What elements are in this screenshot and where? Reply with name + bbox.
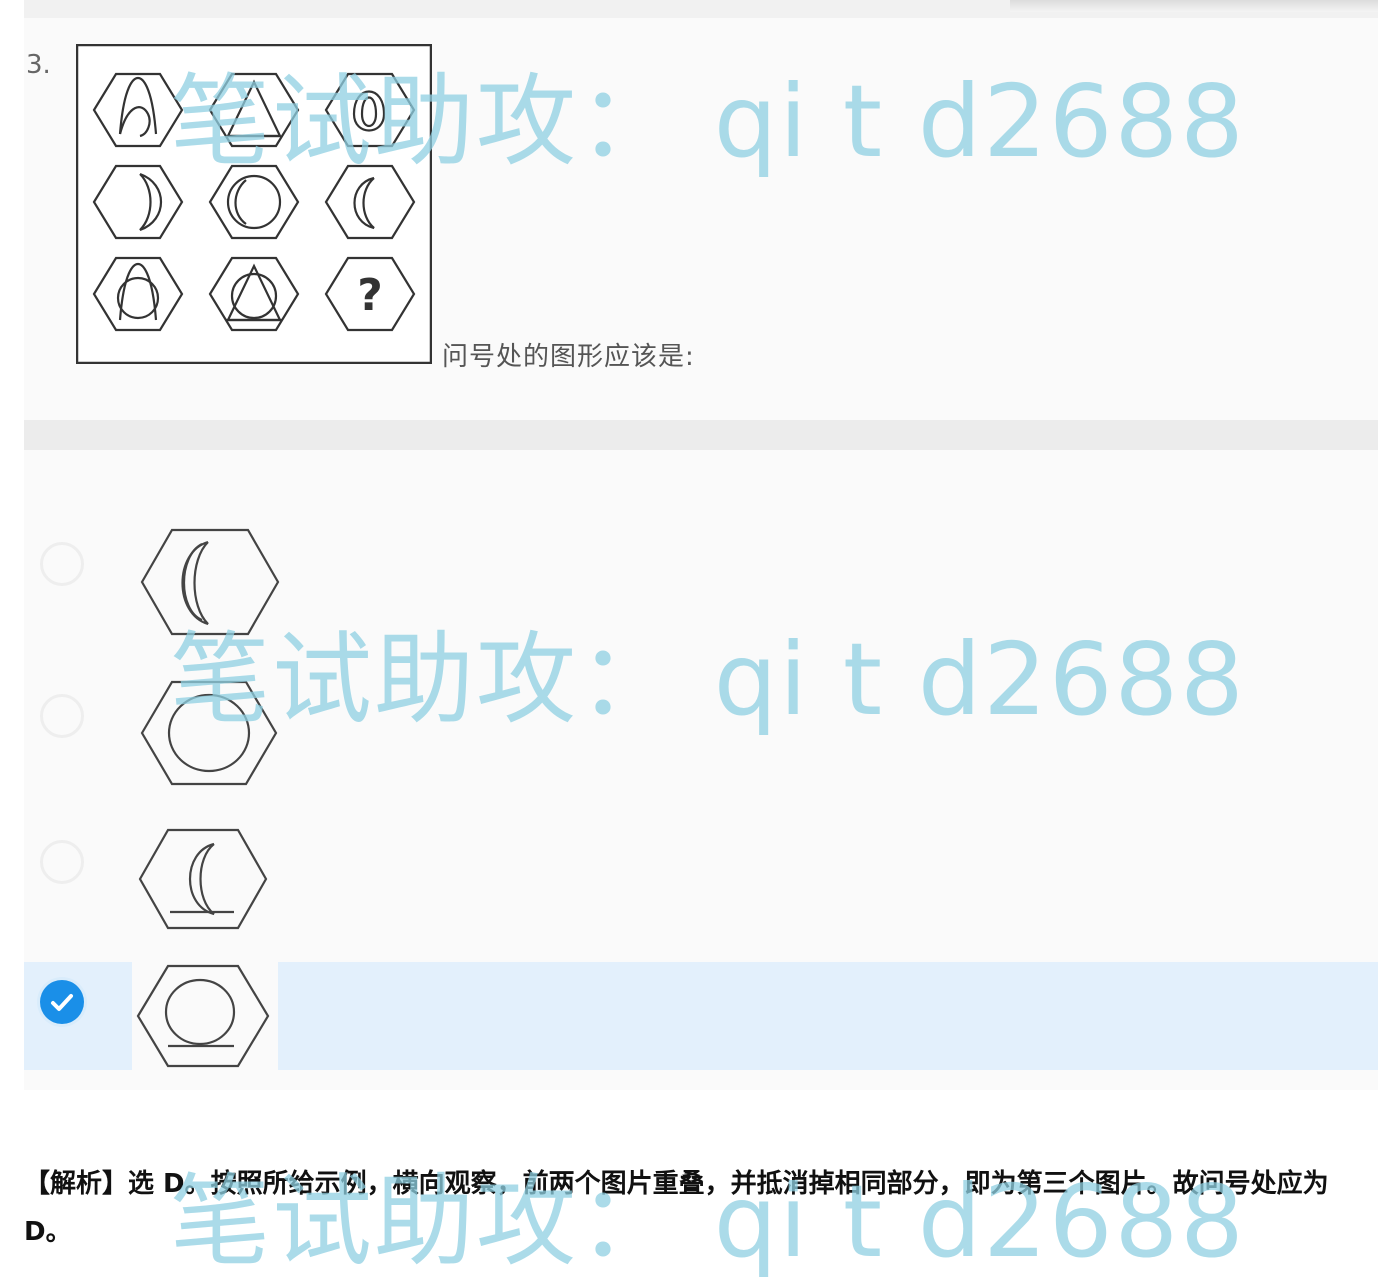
radio-option-b[interactable] — [40, 694, 84, 738]
checkmark-icon — [51, 994, 73, 1011]
radio-option-d-checked[interactable] — [40, 980, 84, 1024]
grid-cell-3-3 — [324, 256, 416, 332]
divider-band — [24, 420, 1378, 450]
radio-option-c[interactable] — [40, 840, 84, 884]
option-d-figure — [136, 964, 270, 1068]
option-b-figure — [140, 680, 278, 786]
option-c-figure — [138, 828, 268, 930]
question-prompt: 问号处的图形应该是: — [442, 342, 695, 372]
puzzle-grid-figure: ? — [76, 44, 432, 364]
question-number: 3. — [26, 50, 51, 80]
grid-cell-3-1 — [92, 256, 184, 332]
grid-cell-1-1 — [92, 72, 184, 148]
grid-cell-2-3 — [324, 164, 416, 240]
grid-cell-2-1 — [92, 164, 184, 240]
option-a-figure — [140, 528, 280, 636]
grid-cell-1-2 — [208, 72, 300, 148]
analysis-text: 【解析】选 D。按照所给示例，横向观察，前两个图片重叠，并抵消掉相同部分，即为第… — [24, 1169, 1329, 1247]
grid-cell-1-3 — [324, 72, 416, 148]
missing-mark: ? — [357, 270, 383, 321]
grid-cell-2-2 — [208, 164, 300, 240]
top-strip-shadow — [1010, 0, 1378, 12]
radio-option-a[interactable] — [40, 542, 84, 586]
grid-cell-3-2 — [208, 256, 300, 332]
